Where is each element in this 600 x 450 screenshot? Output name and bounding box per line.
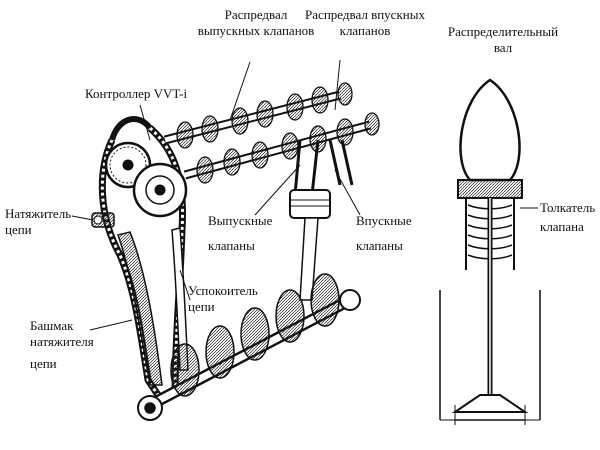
exhaust-camshaft-label: Распредвал выпускных клапанов <box>196 7 316 39</box>
chain-damper-label-line2: цепи <box>188 299 215 314</box>
valve-lifter-label-line2: клапана <box>540 219 584 234</box>
chain-tensioner-part <box>91 212 115 228</box>
exhaust-camshaft-label-line2: выпускных клапанов <box>197 23 315 38</box>
exhaust-valves-label: Выпускные клапаны <box>208 213 272 254</box>
tensioner-shoe-label: Башмак натяжителя цепи <box>30 318 94 372</box>
intake-camshaft-label-line1: Распредвал впускных <box>305 7 425 22</box>
chain-tensioner-label: Натяжитель цепи <box>5 206 71 238</box>
tensioner-shoe-label-line1: Башмак <box>30 318 74 333</box>
chain-damper-label-line1: Успокоитель <box>188 283 258 298</box>
intake-valves-label-line2: клапаны <box>356 238 403 253</box>
exhaust-valves-label-line2: клапаны <box>208 238 255 253</box>
valve-lifter-label: Толкатель клапана <box>540 200 595 235</box>
chain-tensioner-label-line2: цепи <box>5 222 32 237</box>
camshaft-label: Распределительный вал <box>438 24 568 56</box>
tensioner-shoe-label-line2: натяжителя <box>30 334 94 349</box>
vvti-controller-label: Контроллер VVT-i <box>85 86 188 101</box>
camshaft-label-line2: вал <box>493 40 513 55</box>
intake-valves-label-line1: Впускные <box>356 213 412 228</box>
intake-camshaft-label-line2: клапанов <box>339 23 391 38</box>
exhaust-valves-label-line1: Выпускные <box>208 213 273 228</box>
exhaust-camshaft-label-line1: Распредвал <box>224 7 288 22</box>
intake-camshaft-part <box>183 112 380 184</box>
intake-camshaft-label: Распредвал впускных клапанов <box>300 7 430 39</box>
valve-lifter-label-line1: Толкатель <box>540 200 596 215</box>
valve-lifter-detail <box>439 179 541 425</box>
chain-tensioner-label-line1: Натяжитель <box>5 206 72 221</box>
tensioner-shoe-label-line3: цепи <box>30 356 57 371</box>
camshaft-label-line1: Распределительный <box>447 24 559 39</box>
camshaft-lobe-detail <box>459 78 521 182</box>
valves-and-piston <box>289 139 354 301</box>
crankshaft-part <box>137 273 361 421</box>
vvti-sprocket <box>104 141 188 218</box>
chain-damper-label: Успокоитель цепи <box>188 283 258 315</box>
exhaust-camshaft-part <box>163 82 353 149</box>
tensioner-shoe-part <box>117 231 163 386</box>
intake-valves-label: Впускные клапаны <box>356 213 412 254</box>
leader-lines <box>71 59 538 331</box>
